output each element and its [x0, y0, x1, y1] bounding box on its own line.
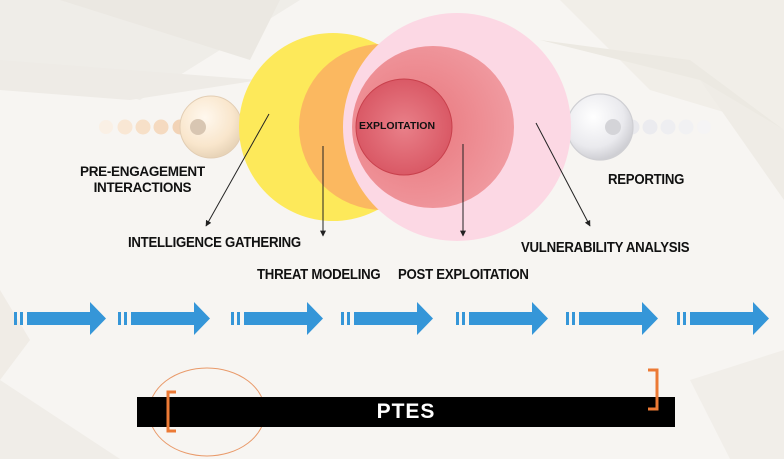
ptes-title-bar: PTES	[137, 397, 675, 427]
reporting-sphere	[566, 93, 634, 161]
pointer-intelligence-gathering	[205, 113, 270, 227]
label-exploitation: EXPLOITATION	[359, 120, 436, 132]
flow-arrow-icon	[566, 302, 658, 335]
flow-arrow-icon	[231, 302, 323, 335]
pre-engagement-sphere-dot	[190, 119, 206, 135]
bg-facet	[0, 60, 260, 100]
bg-facet	[0, 290, 30, 380]
label-intelligence-gathering: INTELLIGENCE GATHERING	[128, 234, 301, 251]
label-post-exploitation: POST EXPLOITATION	[398, 266, 529, 283]
flow-arrow-icon	[456, 302, 548, 335]
flow-arrow-icon	[118, 302, 210, 335]
label-threat-modeling: THREAT MODELING	[257, 266, 381, 283]
reporting-sphere-dot	[605, 119, 621, 135]
label-pre-engagement-interactions: PRE-ENGAGEMENT INTERACTIONS	[80, 164, 205, 196]
bg-facet	[540, 40, 784, 130]
flow-arrow-icon	[677, 302, 769, 335]
pointer-vulnerability-analysis	[535, 122, 591, 227]
label-line: INTERACTIONS	[93, 180, 192, 195]
bg-facet	[690, 350, 784, 459]
exploitation-circle	[355, 78, 453, 176]
pre-engagement-dots	[99, 119, 188, 135]
bg-facet	[0, 380, 120, 459]
flow-arrow-icon	[14, 302, 106, 335]
label-line: PRE-ENGAGEMENT	[80, 164, 205, 179]
ptes-title: PTES	[376, 400, 436, 423]
label-vulnerability-analysis: VULNERABILITY ANALYSIS	[521, 239, 690, 256]
bg-facet	[60, 0, 280, 60]
pre-engagement-sphere	[179, 95, 243, 159]
label-reporting: REPORTING	[608, 171, 685, 188]
flow-arrows	[14, 302, 769, 335]
reporting-dots	[624, 119, 711, 135]
flow-arrow-icon	[341, 302, 433, 335]
bg-facet	[700, 80, 784, 200]
